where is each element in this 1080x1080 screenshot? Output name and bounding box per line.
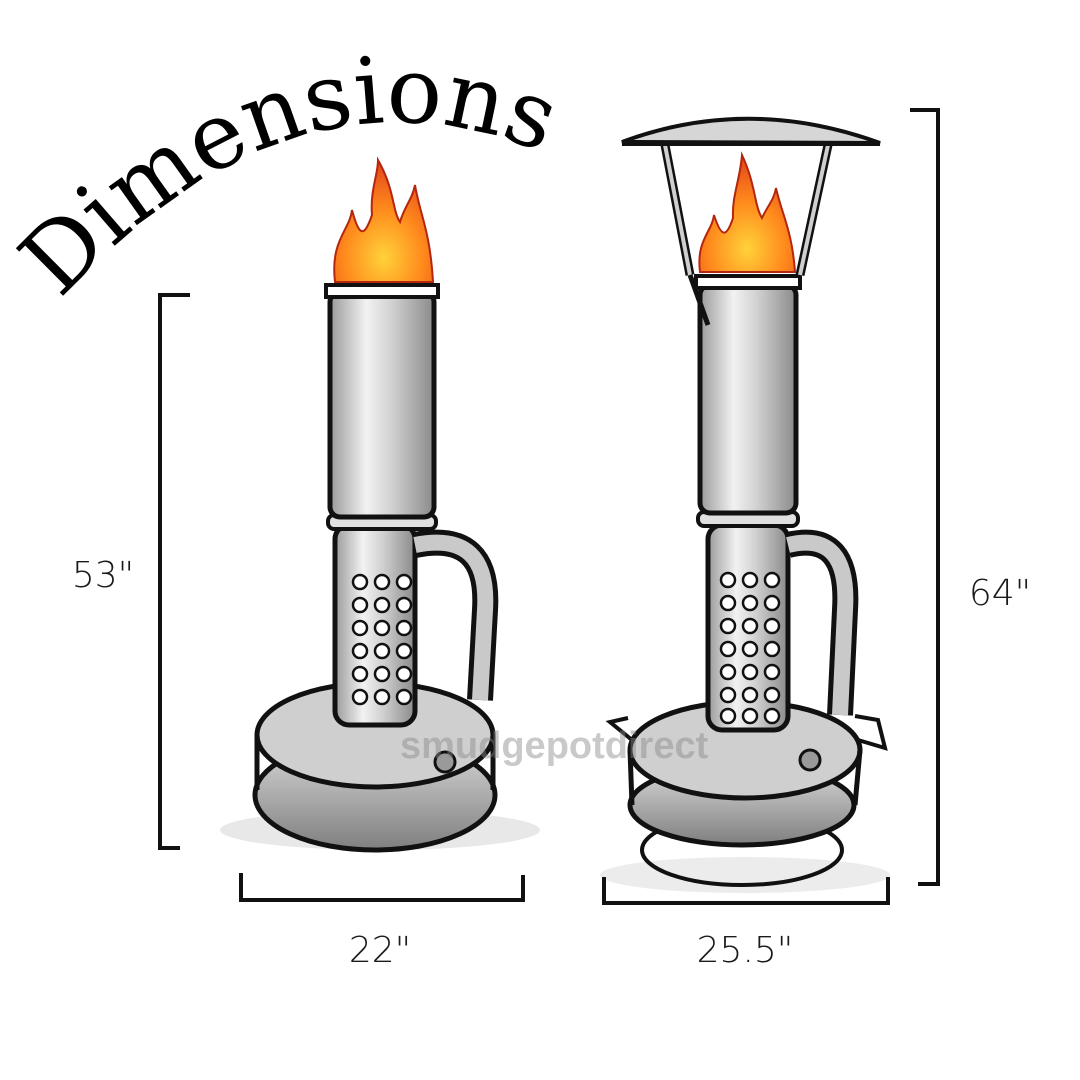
width-label-right: 25.5" (697, 930, 794, 971)
flame-icon (698, 151, 797, 273)
width-bracket-right (602, 877, 890, 905)
width-label-left: 22" (349, 930, 411, 971)
smudge-pot-standard-illustration (220, 156, 540, 853)
vent-holes (351, 573, 413, 706)
width-bracket-left (239, 873, 525, 902)
height-label-right: 64" (969, 573, 1031, 614)
watermark-text: smudgepotdirect (400, 725, 709, 767)
height-label-left: 53" (72, 555, 134, 596)
flame-icon (333, 156, 435, 283)
smudge-pot-with-hood-illustration (600, 116, 890, 893)
height-bracket-right (910, 108, 940, 886)
page-title: Dimensions (0, 36, 572, 315)
height-bracket-left (158, 293, 190, 850)
vent-holes (719, 571, 781, 725)
